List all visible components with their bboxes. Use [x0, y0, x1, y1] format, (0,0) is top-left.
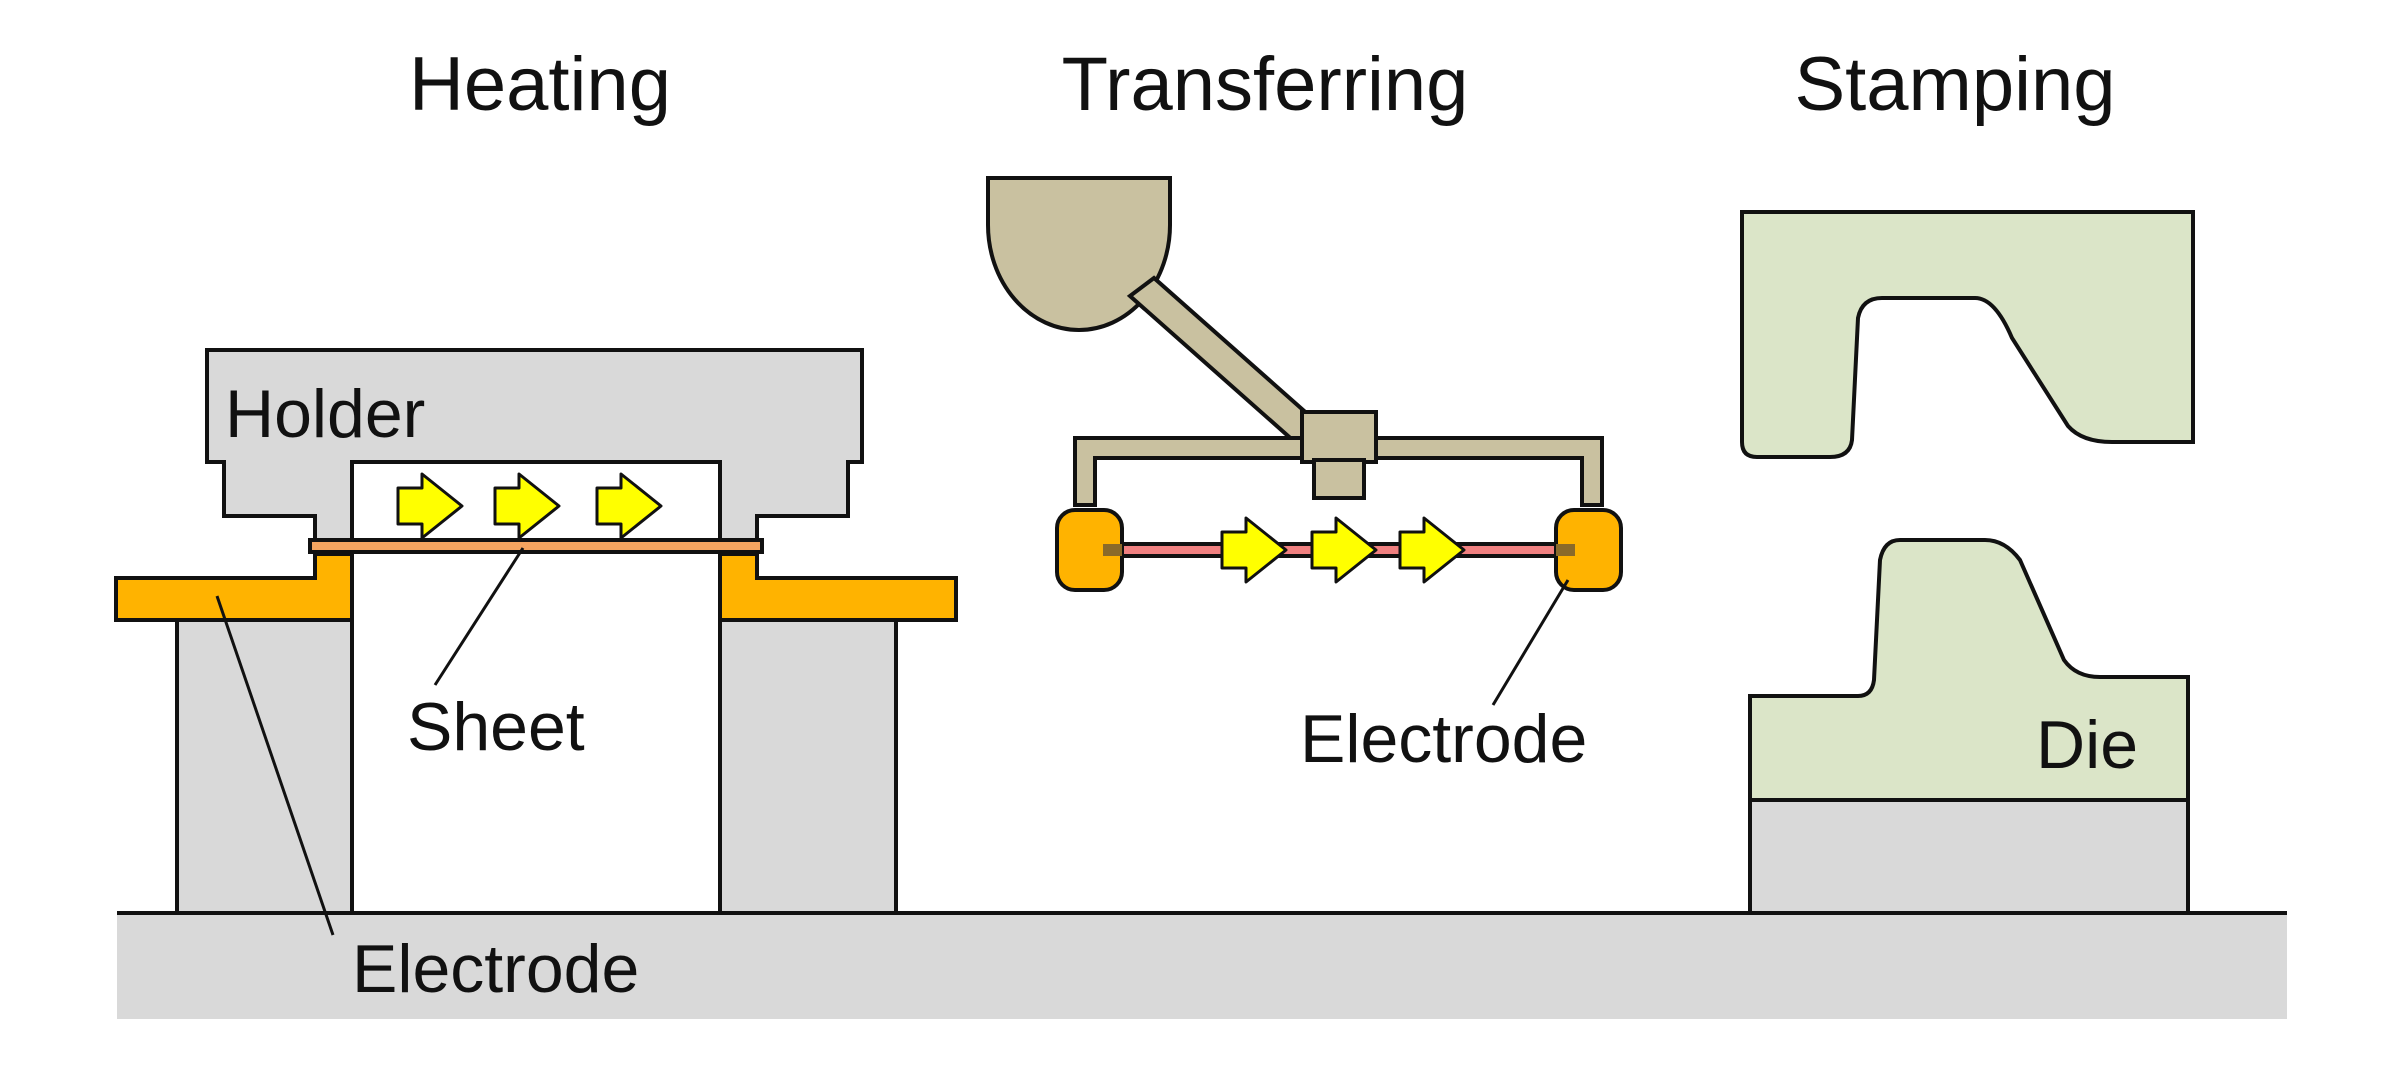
heating-electrode-label: Electrode: [352, 931, 639, 1007]
current-arrow-icon: [493, 472, 561, 540]
heated-sheet: [308, 538, 764, 554]
sheet-leader-line: [433, 547, 525, 686]
right-support-pillar: [718, 610, 898, 915]
left-electrode-slot: [1103, 544, 1122, 556]
current-arrow-icon: [1310, 516, 1378, 584]
transferring-stage: Electrode: [986, 176, 1623, 777]
stamping-title: Stamping: [1794, 42, 2115, 127]
transfer-electrode-label: Electrode: [1300, 701, 1587, 777]
right-electrode-slot: [1556, 544, 1575, 556]
transferring-title: Transferring: [1062, 42, 1469, 127]
left-electrode: [114, 552, 354, 622]
robot-head: [986, 176, 1172, 332]
transfer-electrode-leader-line: [1491, 579, 1570, 706]
gripper-center-block: [1300, 410, 1378, 464]
left-support-pillar: [175, 610, 354, 915]
robot-arm: [1126, 275, 1324, 446]
heating-current-arrows: [396, 472, 663, 540]
transfer-current-arrows: [1220, 516, 1466, 584]
current-arrow-icon: [1220, 516, 1288, 584]
gripper-center-stem: [1312, 458, 1366, 500]
holder-label: Holder: [225, 376, 425, 452]
heating-title: Heating: [409, 42, 671, 127]
die-base: [1748, 798, 2190, 915]
gripper-frame: [1073, 436, 1604, 507]
current-arrow-icon: [396, 472, 464, 540]
floor-base: [117, 911, 2287, 1019]
current-arrow-icon: [595, 472, 663, 540]
stamping-stage: Die: [1740, 210, 2195, 915]
lower-die: [1748, 538, 2190, 802]
upper-die: [1740, 210, 2195, 459]
heating-stage: Holder Sheet Electrode: [114, 348, 958, 1007]
sheet-label: Sheet: [407, 689, 585, 765]
die-label: Die: [2036, 707, 2138, 783]
right-electrode: [718, 552, 958, 622]
holder: [205, 348, 864, 542]
electrode-leader-line: [215, 595, 335, 936]
current-arrow-icon: [1398, 516, 1466, 584]
